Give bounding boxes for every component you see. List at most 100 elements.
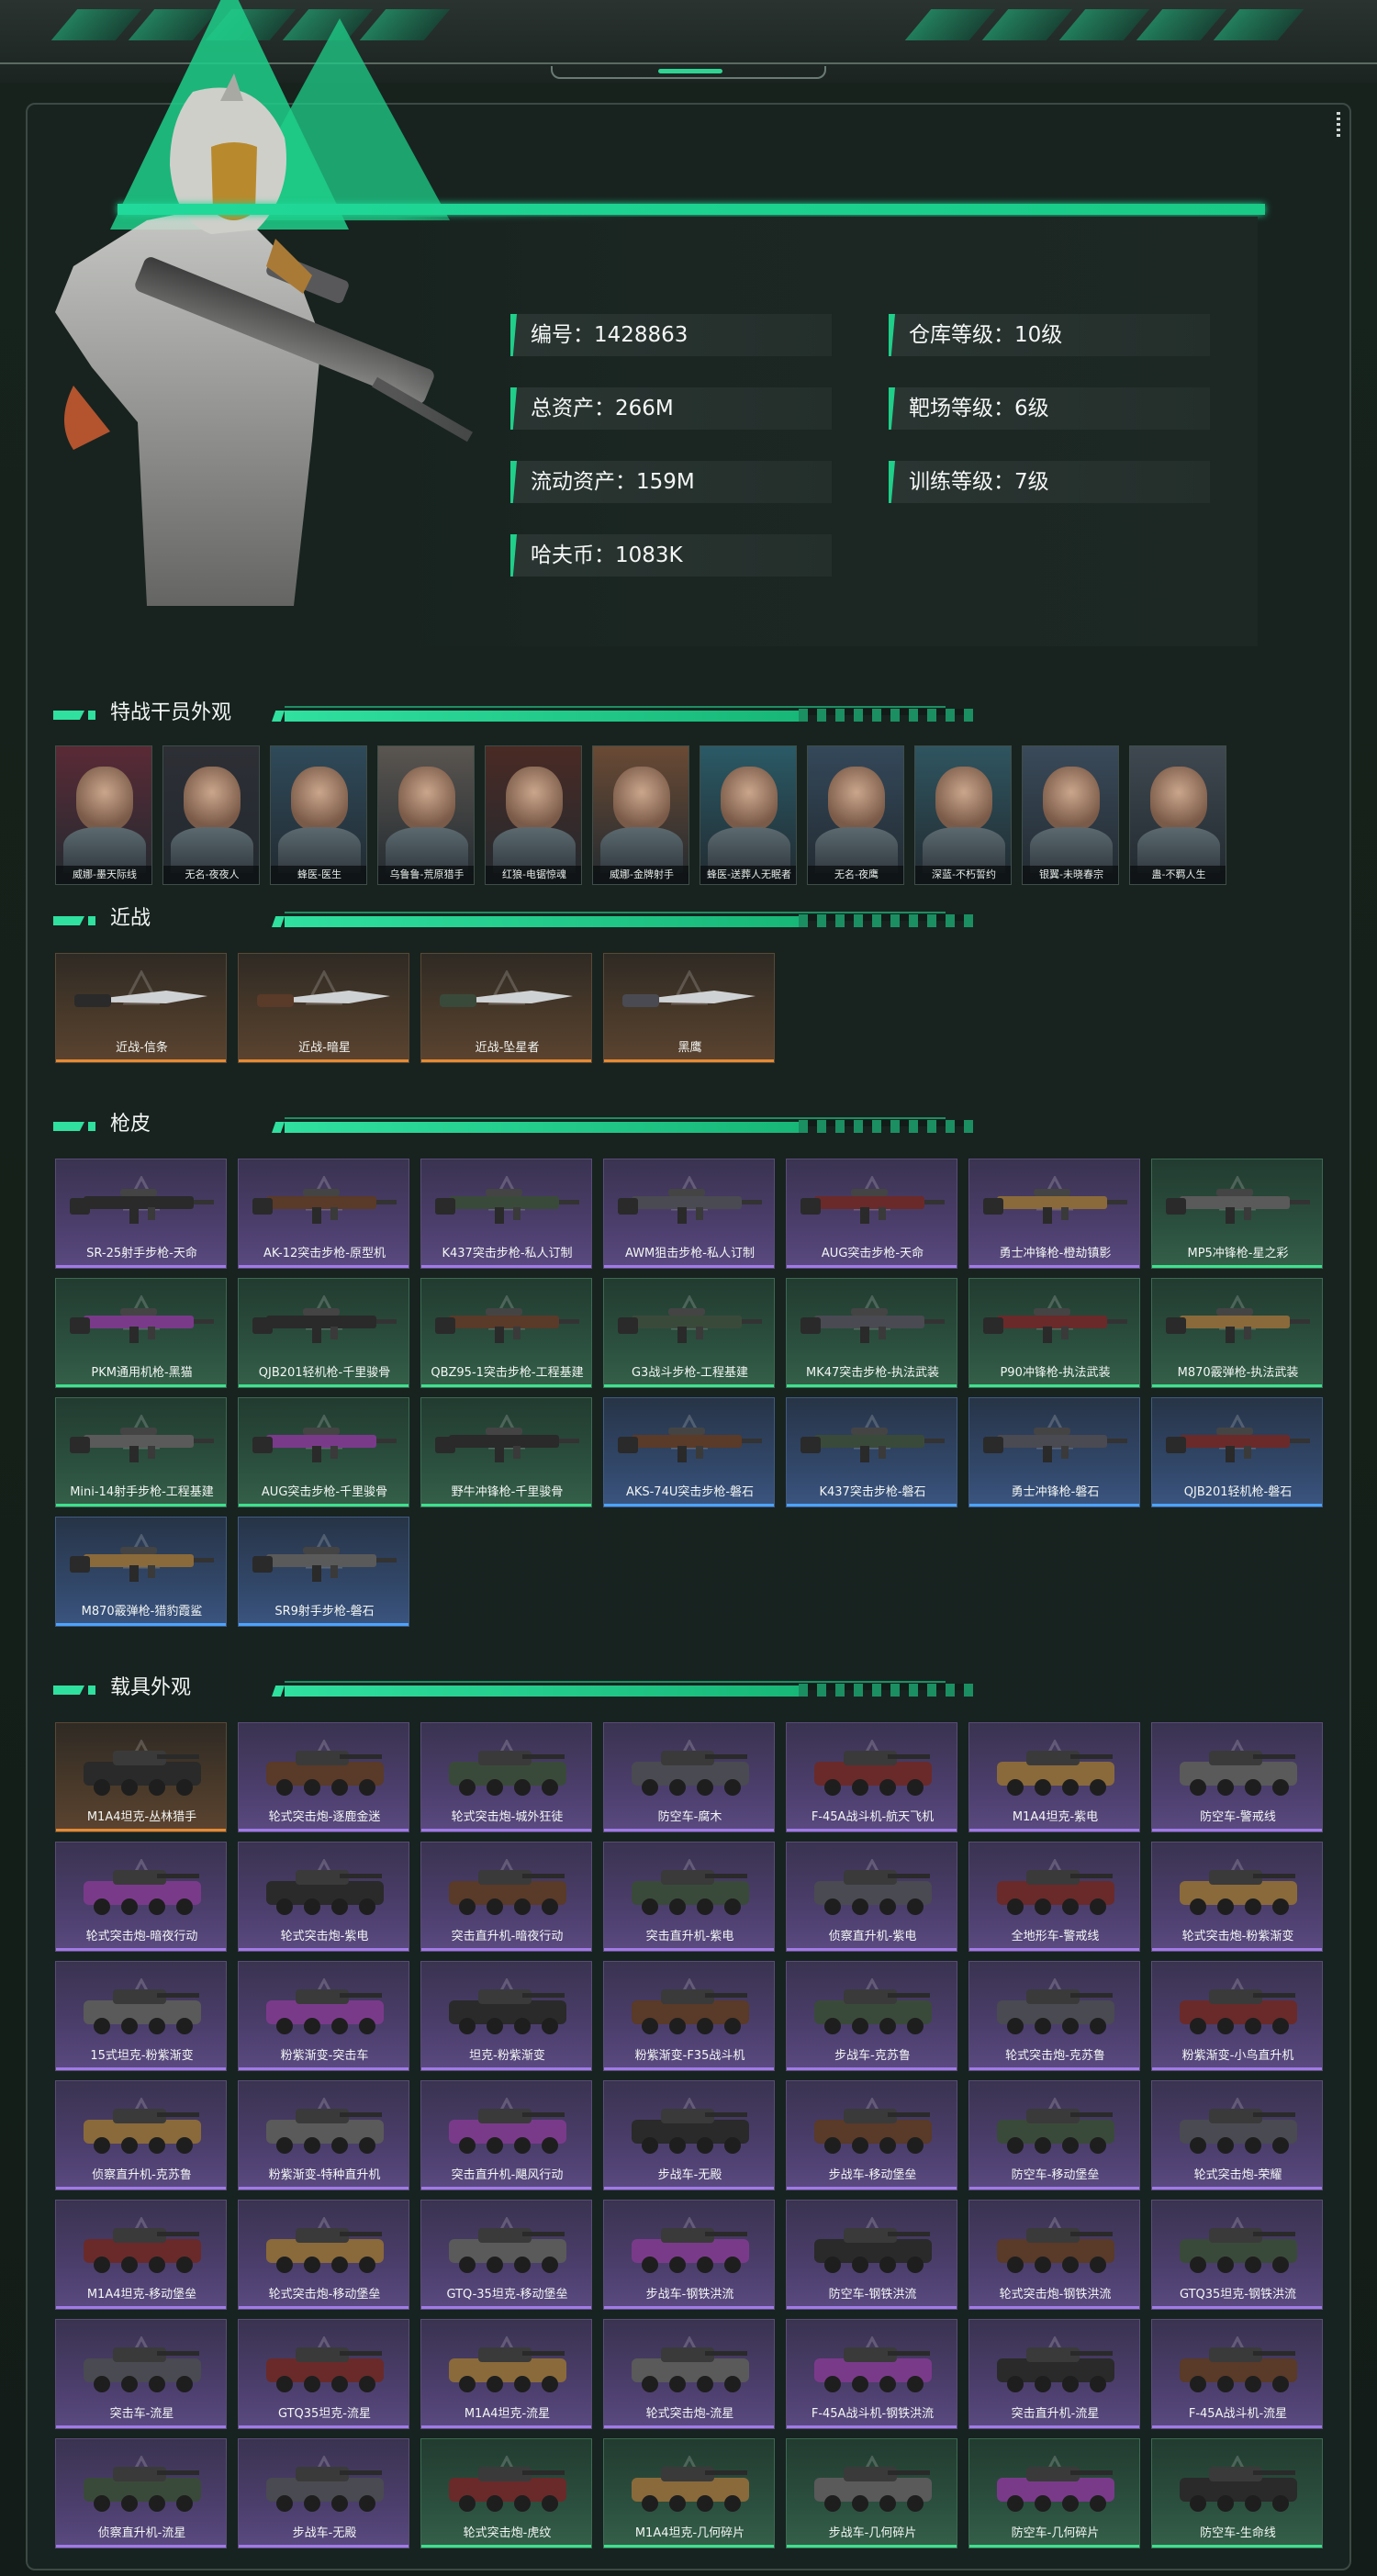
- vehicle-tile[interactable]: 15式坦克-粉紫渐变: [55, 1961, 227, 2071]
- gun-tile[interactable]: Mini-14射手步枪-工程基建: [55, 1397, 227, 1507]
- vehicle-tile[interactable]: F-45A战斗机-流星: [1151, 2319, 1323, 2429]
- vehicle-tile[interactable]: 步战车-无殿: [238, 2438, 409, 2548]
- agent-card[interactable]: 红狼-电锯惊魂: [485, 745, 582, 885]
- stat-total-assets: 总资产：266M: [510, 387, 832, 430]
- vehicle-tile[interactable]: 轮式突击炮-暗夜行动: [55, 1842, 227, 1952]
- vehicle-tile[interactable]: 步战车-无殿: [603, 2080, 775, 2190]
- gun-tile[interactable]: MP5冲锋枪-星之彩: [1151, 1159, 1323, 1269]
- gun-tile[interactable]: K437突击步枪-磐石: [786, 1397, 957, 1507]
- vehicle-tile[interactable]: 步战车-几何碎片: [786, 2438, 957, 2548]
- vehicle-tile[interactable]: 轮式突击炮-粉紫渐变: [1151, 1842, 1323, 1952]
- vehicle-tile[interactable]: 粉紫渐变-小鸟直升机: [1151, 1961, 1323, 2071]
- vehicle-tile[interactable]: GTQ35坦克-流星: [238, 2319, 409, 2429]
- gun-tile[interactable]: AK-12突击步枪-原型机: [238, 1159, 409, 1269]
- vehicle-tile[interactable]: 突击直升机-暗夜行动: [420, 1842, 592, 1952]
- vehicle-icon: [632, 2228, 749, 2273]
- vehicle-name: 突击直升机-流星: [1011, 2407, 1100, 2421]
- vehicle-tile[interactable]: M1A4坦克-移动堡垒: [55, 2200, 227, 2310]
- agent-card[interactable]: 蛊-不羁人生: [1129, 745, 1226, 885]
- vehicle-tile[interactable]: M1A4坦克-几何碎片: [603, 2438, 775, 2548]
- gun-tile[interactable]: P90冲锋枪-执法武装: [968, 1278, 1140, 1388]
- vehicle-tile[interactable]: 侦察直升机-克苏鲁: [55, 2080, 227, 2190]
- vehicle-tile[interactable]: 防空车-移动堡垒: [968, 2080, 1140, 2190]
- vehicle-tile[interactable]: 轮式突击炮-移动堡垒: [238, 2200, 409, 2310]
- gun-tile[interactable]: M870霰弹枪-猎豹霞鲨: [55, 1517, 227, 1627]
- melee-tile[interactable]: 近战-信条: [55, 953, 227, 1063]
- gun-tile[interactable]: M870霰弹枪-执法武装: [1151, 1278, 1323, 1388]
- vehicle-tile[interactable]: 步战车-克苏鲁: [786, 1961, 957, 2071]
- vehicle-tile[interactable]: 轮式突击炮-紫电: [238, 1842, 409, 1952]
- gun-tile[interactable]: G3战斗步枪-工程基建: [603, 1278, 775, 1388]
- rarity-bar: [421, 1059, 591, 1062]
- vehicle-tile[interactable]: 侦察直升机-流星: [55, 2438, 227, 2548]
- vehicle-tile[interactable]: 突击车-流星: [55, 2319, 227, 2429]
- gun-tile[interactable]: AKS-74U突击步枪-磐石: [603, 1397, 775, 1507]
- agent-card[interactable]: 无名-夜夜人: [162, 745, 260, 885]
- vehicle-tile[interactable]: 轮式突击炮-逐鹿金迷: [238, 1722, 409, 1832]
- gun-tile[interactable]: QJB201轻机枪-千里骏骨: [238, 1278, 409, 1388]
- gun-tile[interactable]: QBZ95-1突击步枪-工程基建: [420, 1278, 592, 1388]
- vehicle-tile[interactable]: 防空车-钢铁洪流: [786, 2200, 957, 2310]
- vehicle-tile[interactable]: M1A4坦克-丛林猎手: [55, 1722, 227, 1832]
- vehicle-tile[interactable]: 步战车-钢铁洪流: [603, 2200, 775, 2310]
- vehicle-tile[interactable]: 防空车-生命线: [1151, 2438, 1323, 2548]
- vehicle-tile[interactable]: 轮式突击炮-钢铁洪流: [968, 2200, 1140, 2310]
- vehicle-tile[interactable]: 突击直升机-紫电: [603, 1842, 775, 1952]
- vehicle-tile[interactable]: 轮式突击炮-虎纹: [420, 2438, 592, 2548]
- melee-name: 黑鹰: [677, 1041, 702, 1055]
- vehicle-tile[interactable]: 全地形车-警戒线: [968, 1842, 1140, 1952]
- vehicle-tile[interactable]: 轮式突击炮-流星: [603, 2319, 775, 2429]
- gun-tile[interactable]: PKM通用机枪-黑猫: [55, 1278, 227, 1388]
- vehicle-tile[interactable]: 粉紫渐变-特种直升机: [238, 2080, 409, 2190]
- vehicle-tile[interactable]: M1A4坦克-紫电: [968, 1722, 1140, 1832]
- melee-tile[interactable]: 黑鹰: [603, 953, 775, 1063]
- gun-tile[interactable]: 勇士冲锋枪-橙劫镇影: [968, 1159, 1140, 1269]
- agent-body: [1030, 827, 1113, 873]
- agent-card[interactable]: 乌鲁鲁-荒原猎手: [377, 745, 475, 885]
- vehicle-tile[interactable]: 防空车-腐木: [603, 1722, 775, 1832]
- agent-card[interactable]: 蜂医-医生: [270, 745, 367, 885]
- vehicle-tile[interactable]: GTQ35坦克-钢铁洪流: [1151, 2200, 1323, 2310]
- agent-card[interactable]: 威娜-墨天际线: [55, 745, 152, 885]
- vehicle-tile[interactable]: 轮式突击炮-城外狂徒: [420, 1722, 592, 1832]
- gun-name: QJB201轻机枪-千里骏骨: [258, 1366, 391, 1380]
- gun-tile[interactable]: AWM狙击步枪-私人订制: [603, 1159, 775, 1269]
- vehicle-tile[interactable]: 突击直升机-飓风行动: [420, 2080, 592, 2190]
- gun-tile[interactable]: MK47突击步枪-执法武装: [786, 1278, 957, 1388]
- agent-card[interactable]: 无名-夜鹰: [807, 745, 904, 885]
- gun-tile[interactable]: AUG突击步枪-天命: [786, 1159, 957, 1269]
- vehicle-tile[interactable]: 步战车-移动堡垒: [786, 2080, 957, 2190]
- gun-tile[interactable]: SR9射手步枪-磐石: [238, 1517, 409, 1627]
- vehicle-tile[interactable]: 突击直升机-流星: [968, 2319, 1140, 2429]
- vehicle-tile[interactable]: 轮式突击炮-克苏鲁: [968, 1961, 1140, 2071]
- vehicle-tile[interactable]: 粉紫渐变-突击车: [238, 1961, 409, 2071]
- melee-tile[interactable]: 近战-暗星: [238, 953, 409, 1063]
- vehicle-tile[interactable]: 侦察直升机-紫电: [786, 1842, 957, 1952]
- vehicle-tile[interactable]: F-45A战斗机-钢铁洪流: [786, 2319, 957, 2429]
- gun-tile[interactable]: K437突击步枪-私人订制: [420, 1159, 592, 1269]
- vehicle-tile[interactable]: 粉紫渐变-F35战斗机: [603, 1961, 775, 2071]
- agent-card[interactable]: 蜂医-送葬人无眠者: [700, 745, 797, 885]
- agent-card[interactable]: 威娜-金牌射手: [592, 745, 689, 885]
- agent-card[interactable]: 银翼-未晓春宗: [1022, 745, 1119, 885]
- vehicle-tile[interactable]: GTQ-35坦克-移动堡垒: [420, 2200, 592, 2310]
- vehicle-tile[interactable]: 轮式突击炮-荣耀: [1151, 2080, 1323, 2190]
- gun-name: PKM通用机枪-黑猫: [91, 1366, 193, 1380]
- vehicle-tile[interactable]: 坦克-粉紫渐变: [420, 1961, 592, 2071]
- vehicle-name: M1A4坦克-丛林猎手: [86, 1810, 197, 1824]
- gun-tile[interactable]: SR-25射手步枪-天命: [55, 1159, 227, 1269]
- agent-card[interactable]: 深蓝-不朽誓约: [914, 745, 1012, 885]
- vehicle-tile[interactable]: M1A4坦克-流星: [420, 2319, 592, 2429]
- gun-tile[interactable]: 野牛冲锋枪-千里骏骨: [420, 1397, 592, 1507]
- rifle-icon: [618, 1308, 762, 1343]
- vehicle-tile[interactable]: 防空车-警戒线: [1151, 1722, 1323, 1832]
- rarity-bar: [421, 1948, 591, 1951]
- gun-tile[interactable]: 勇士冲锋枪-磐石: [968, 1397, 1140, 1507]
- vehicle-tile[interactable]: F-45A战斗机-航天飞机: [786, 1722, 957, 1832]
- melee-tile[interactable]: 近战-坠星者: [420, 953, 592, 1063]
- gun-tile[interactable]: QJB201轻机枪-磐石: [1151, 1397, 1323, 1507]
- vehicle-tile[interactable]: 防空车-几何碎片: [968, 2438, 1140, 2548]
- scroll-indicator[interactable]: [1337, 112, 1340, 140]
- gun-tile[interactable]: AUG突击步枪-千里骏骨: [238, 1397, 409, 1507]
